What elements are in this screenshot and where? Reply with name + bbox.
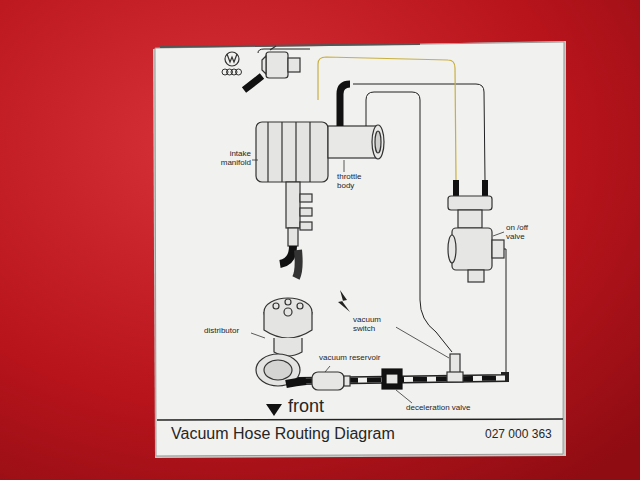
hose <box>340 84 350 126</box>
front-arrow <box>266 404 282 416</box>
hose <box>453 180 459 196</box>
part-label: vacuum switch <box>352 316 396 334</box>
hose-line <box>504 249 506 372</box>
throttle-body <box>328 125 384 159</box>
bottom-rule <box>157 419 563 420</box>
part-label: distributor <box>203 327 240 336</box>
audi-rings <box>222 69 242 75</box>
spark-symbol <box>338 290 350 312</box>
vw-logo <box>225 52 239 66</box>
hose <box>482 180 488 196</box>
torn-edge <box>160 44 420 47</box>
part-label: throttle body <box>336 173 380 191</box>
diagram-title: Vacuum Hose Routing Diagram <box>170 425 396 443</box>
front-label: front <box>287 397 325 417</box>
leader-line <box>251 160 504 403</box>
part-label: vacuum reservoir <box>318 354 381 363</box>
hose-line <box>258 49 310 53</box>
deceleration-valve <box>382 369 402 389</box>
hose-line <box>366 92 452 352</box>
vacuum-switch <box>447 354 463 382</box>
hose <box>280 246 293 264</box>
sticker <box>155 42 564 456</box>
on-off-valve <box>448 196 504 282</box>
part-label: deceleration valve <box>405 404 471 413</box>
part-label: on /off valve <box>505 224 547 242</box>
intake-manifold <box>256 122 328 246</box>
distributor <box>256 298 312 386</box>
part-number: 027 000 363 <box>484 428 553 441</box>
hose-line-yellow <box>318 57 456 180</box>
vacuum-reservoir <box>312 372 350 390</box>
hose <box>244 76 262 90</box>
part-label: intake manifold <box>202 150 252 168</box>
sticker-shadow <box>153 41 566 458</box>
hose-line <box>353 84 485 180</box>
hose <box>296 250 299 278</box>
hose <box>286 381 306 384</box>
cut-off-valve <box>262 46 300 78</box>
